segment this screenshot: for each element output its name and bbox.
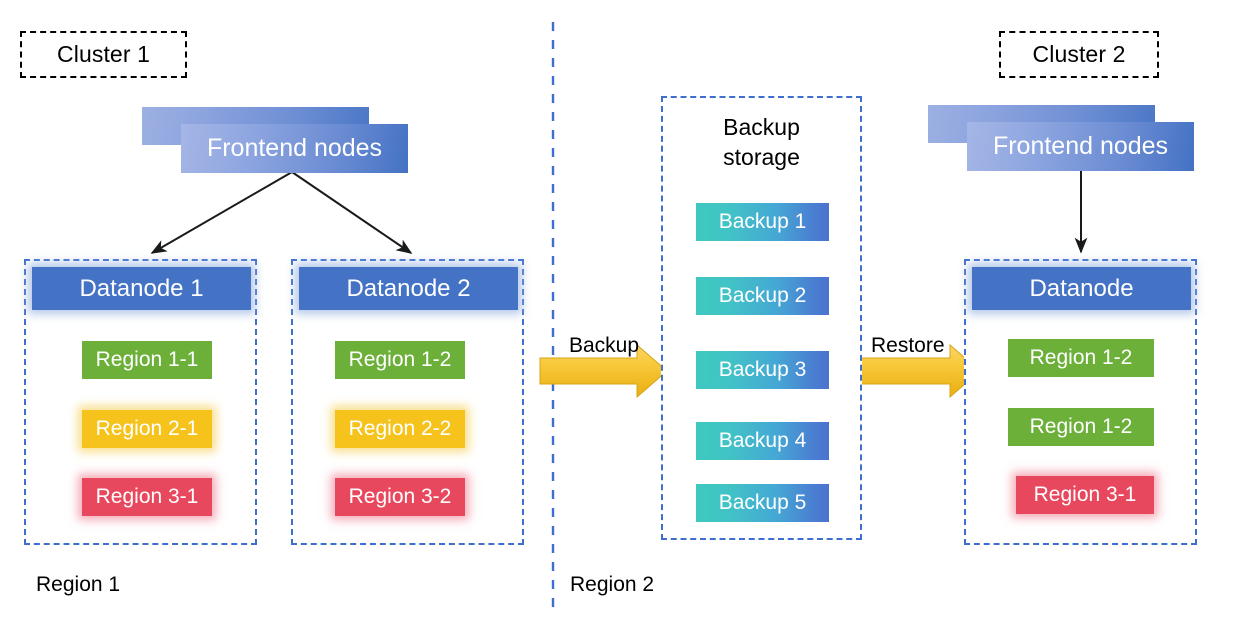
region-chip-label: Region 1-2 xyxy=(1029,346,1133,369)
cluster2-label-text: Cluster 2 xyxy=(1032,41,1126,67)
backup-flow-label: Backup xyxy=(569,334,639,358)
region-chip[interactable]: Region 1-2 xyxy=(1008,339,1154,377)
region-chip[interactable]: Region 2-1 xyxy=(82,410,212,448)
cluster1-label-text: Cluster 1 xyxy=(57,41,150,67)
backup-storage-title-line2: storage xyxy=(723,144,800,170)
region-chip[interactable]: Region 1-1 xyxy=(82,341,212,379)
backup-item[interactable]: Backup 4 xyxy=(696,422,829,460)
backup-item-label: Backup 1 xyxy=(718,210,807,233)
region-chip[interactable]: Region 3-1 xyxy=(1016,476,1154,514)
cluster1-label-box: Cluster 1 xyxy=(20,31,187,78)
datanode-container-3[interactable]: Datanode Region 1-2 Region 1-2 Region 3-… xyxy=(964,259,1197,545)
region-label-left-text: Region 1 xyxy=(36,573,121,596)
region-chip-label: Region 3-1 xyxy=(95,485,199,508)
region-chip-label: Region 1-1 xyxy=(95,348,199,371)
datanode-2-title: Datanode 2 xyxy=(346,274,471,302)
backup-item-label: Backup 5 xyxy=(718,491,807,514)
cluster2-frontend-nodes[interactable]: Frontend nodes xyxy=(928,105,1194,171)
cluster2-frontend-label: Frontend nodes xyxy=(992,132,1169,160)
region-chip-label: Region 2-1 xyxy=(95,417,199,440)
region-chip[interactable]: Region 3-1 xyxy=(82,478,212,516)
region-chip-label: Region 3-2 xyxy=(348,485,452,508)
datanode-container-2[interactable]: Datanode 2 Region 1-2 Region 2-2 Region … xyxy=(291,259,524,545)
datanode-1-header[interactable]: Datanode 1 xyxy=(32,267,251,310)
connector-frontend-to-datanode2 xyxy=(291,171,413,254)
cluster1-frontend-nodes[interactable]: Frontend nodes xyxy=(142,107,410,173)
datanode-container-1[interactable]: Datanode 1 Region 1-1 Region 2-1 Region … xyxy=(24,259,257,545)
backup-item-label: Backup 4 xyxy=(718,429,807,452)
region-chip[interactable]: Region 1-2 xyxy=(335,341,465,379)
cluster2-label-box: Cluster 2 xyxy=(999,31,1159,78)
backup-item[interactable]: Backup 1 xyxy=(696,203,829,241)
region-chip-label: Region 1-2 xyxy=(348,348,452,371)
region-chip[interactable]: Region 2-2 xyxy=(335,410,465,448)
region-chip-label: Region 3-1 xyxy=(1033,483,1137,506)
region-chip-label: Region 2-2 xyxy=(348,417,452,440)
cluster2-frontend-front-card: Frontend nodes xyxy=(967,122,1194,171)
region-label-left: Region 1 xyxy=(36,573,120,597)
backup-storage-title: Backup storage xyxy=(663,112,860,172)
backup-storage-title-line1: Backup xyxy=(723,114,800,140)
connector-frontend-to-datanode1 xyxy=(150,171,293,254)
region-chip-label: Region 1-2 xyxy=(1029,415,1133,438)
backup-item[interactable]: Backup 3 xyxy=(696,351,829,389)
cluster1-frontend-label: Frontend nodes xyxy=(206,134,383,162)
datanode-1-title: Datanode 1 xyxy=(79,274,204,302)
cluster1-frontend-front-card: Frontend nodes xyxy=(181,124,408,173)
backup-item[interactable]: Backup 2 xyxy=(696,277,829,315)
restore-flow-label-text: Restore xyxy=(871,334,945,357)
region-label-right-text: Region 2 xyxy=(570,573,655,596)
datanode-3-title: Datanode xyxy=(1029,274,1134,302)
region-chip[interactable]: Region 3-2 xyxy=(335,478,465,516)
datanode-3-header[interactable]: Datanode xyxy=(972,267,1191,310)
backup-flow-label-text: Backup xyxy=(569,334,640,357)
backup-item-label: Backup 2 xyxy=(718,284,807,307)
backup-item[interactable]: Backup 5 xyxy=(696,484,829,522)
backup-item-label: Backup 3 xyxy=(718,358,807,381)
backup-storage-container[interactable]: Backup storage Backup 1 Backup 2 Backup … xyxy=(661,96,862,540)
region-chip[interactable]: Region 1-2 xyxy=(1008,408,1154,446)
restore-flow-label: Restore xyxy=(871,334,945,358)
region-label-right: Region 2 xyxy=(570,573,654,597)
datanode-2-header[interactable]: Datanode 2 xyxy=(299,267,518,310)
